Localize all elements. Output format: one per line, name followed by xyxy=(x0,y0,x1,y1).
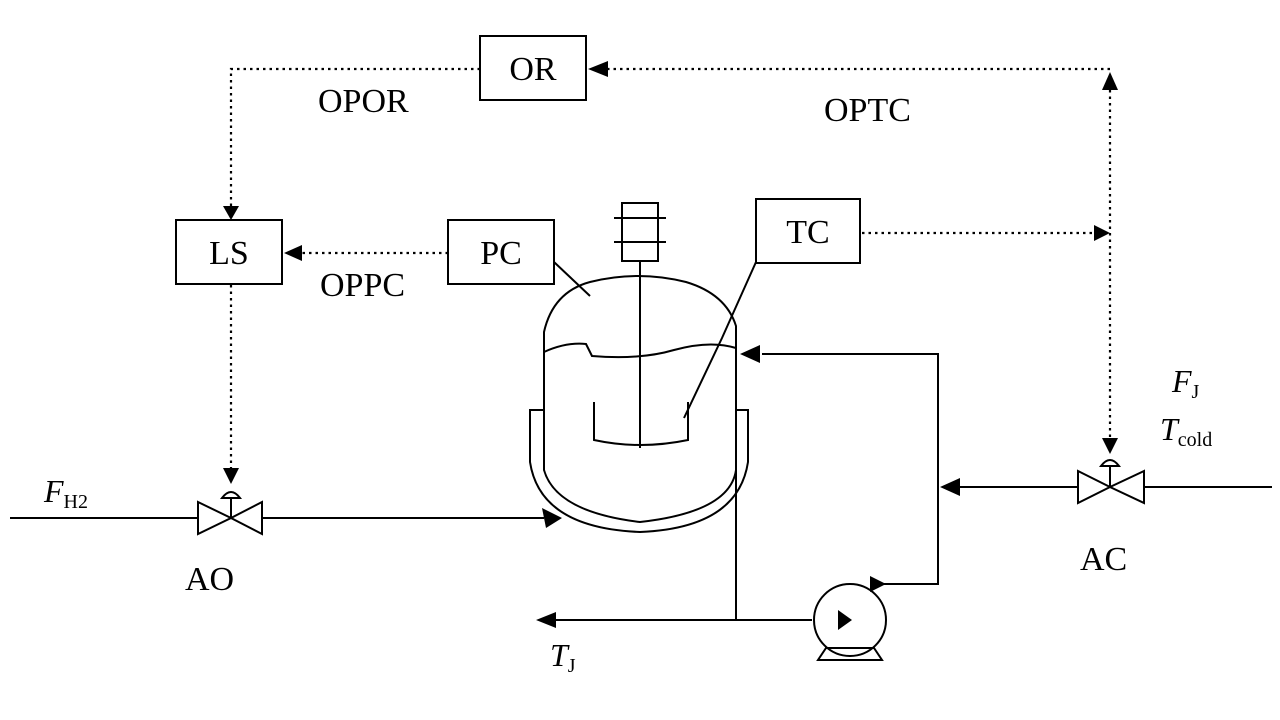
arrowhead-h2-into-vessel xyxy=(542,508,562,528)
ao-valve-body xyxy=(197,500,234,536)
pump-base xyxy=(816,647,884,661)
arrowhead-into-ao xyxy=(223,468,239,484)
jacket-loop xyxy=(536,345,1272,661)
ao-valve-actuator xyxy=(219,491,243,499)
or-label: OR xyxy=(509,51,557,88)
pc-label: PC xyxy=(480,235,522,272)
arrowhead-tj xyxy=(536,612,556,628)
controller-blocks: OR LS PC TC xyxy=(175,35,861,285)
ac-valve-body xyxy=(1107,469,1145,505)
arrowhead-tc-junction xyxy=(1094,225,1110,241)
jacket-flow-label: FJ xyxy=(1171,363,1200,403)
jacket-temp-label: TJ xyxy=(550,637,576,677)
reactor-vessel xyxy=(529,202,757,534)
arrowhead-into-ls xyxy=(223,206,239,220)
ls-block xyxy=(175,219,283,285)
arrowhead-into-vessel-top xyxy=(740,345,760,363)
jacket-temp-main: T xyxy=(550,637,570,673)
or-block xyxy=(479,35,587,101)
jacket-flow-sub: J xyxy=(1192,381,1200,403)
cold-temp-main: T xyxy=(1160,411,1180,447)
signal-lines xyxy=(223,61,1118,484)
arrowhead-pump-outlet xyxy=(870,576,886,592)
agitator-impeller xyxy=(593,402,689,446)
tc-block xyxy=(755,198,861,264)
jacket-flow-main: F xyxy=(1171,363,1192,399)
cold-temp-sub: cold xyxy=(1178,429,1212,451)
circulation-pump xyxy=(813,583,887,657)
ao-valve-label: AO xyxy=(185,561,234,598)
ac-valve-body-2 xyxy=(1077,469,1113,505)
hydrogen-flow-main: F xyxy=(43,473,64,509)
ac-valve-label: AC xyxy=(1080,541,1127,578)
ac-valve-actuator xyxy=(1098,459,1122,467)
tc-sensor-line xyxy=(683,261,757,419)
hydrogen-feed xyxy=(10,491,562,536)
tc-label: TC xyxy=(786,214,829,251)
optc-label: OPTC xyxy=(824,92,911,129)
arrowhead-up-optc xyxy=(1102,72,1118,90)
opor-signal-line xyxy=(229,67,480,206)
pump-direction-mark xyxy=(838,610,852,630)
hydrogen-flow-sub: H2 xyxy=(64,491,88,513)
vessel-shell xyxy=(543,275,737,524)
arrowhead-pc-to-ls xyxy=(284,245,302,261)
ao-valve-body-2 xyxy=(228,500,263,536)
opor-label: OPOR xyxy=(318,83,409,120)
liquid-level xyxy=(543,342,737,359)
arrowhead-cold-into-loop xyxy=(940,478,960,496)
vessel-jacket xyxy=(529,409,749,534)
arrowhead-into-or xyxy=(588,61,608,77)
pc-sensor-line xyxy=(553,261,591,297)
jacket-temp-sub: J xyxy=(568,655,576,677)
oppc-label: OPPC xyxy=(320,267,405,304)
ls-label: LS xyxy=(209,235,249,272)
agitator-motor xyxy=(621,202,659,262)
pump-outlet-line xyxy=(762,353,939,585)
arrowhead-into-ac xyxy=(1102,438,1118,454)
pc-block xyxy=(447,219,555,285)
hydrogen-flow-label: FH2 xyxy=(43,473,88,513)
cold-temp-label: Tcold xyxy=(1160,411,1212,451)
